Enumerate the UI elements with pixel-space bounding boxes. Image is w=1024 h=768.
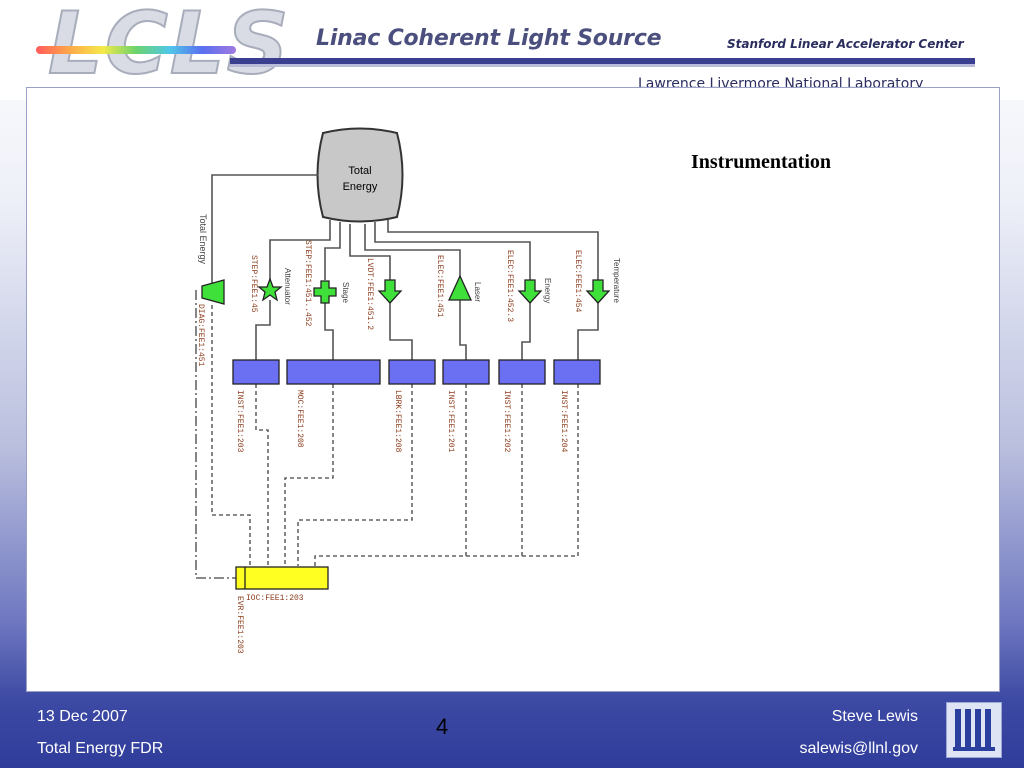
device-laser-triangle-icon [447, 274, 473, 301]
evr-label: EVR:FEE1:203 [235, 596, 244, 654]
pv-label-elec1: ELEC:FEE1:451 [435, 255, 444, 318]
controller-label-inst203: INST:FEE1:203 [235, 390, 244, 453]
llnl-logo-icon [946, 702, 1002, 758]
device-diag-trapezoid-icon [201, 279, 225, 305]
controller-moc208 [286, 359, 381, 385]
controller-label-inst201: INST:FEE1:201 [446, 390, 455, 453]
controller-inst204 [553, 359, 601, 385]
slide-title: Instrumentation [691, 151, 832, 173]
dashed-lines [211, 305, 579, 566]
content-panel [26, 87, 1000, 692]
node-label-line2: Energy [343, 181, 378, 193]
total-energy-node: Total Energy [316, 127, 404, 223]
caption-temperature: Temperature [612, 258, 621, 303]
footer-email: salewis@llnl.gov [799, 740, 918, 757]
pv-label-step1: STEP:FEE1:45 [249, 255, 258, 313]
pv-label-lvdt: LVDT:FEE1:451.2 [365, 258, 374, 330]
device-temperature-arrow-icon [585, 279, 611, 304]
caption-attenuator: Attenuator [283, 268, 292, 305]
caption-energy: Energy [543, 278, 552, 303]
controller-label-lbrk208: LBRK:FEE1:208 [393, 390, 402, 453]
controller-lbrk208 [388, 359, 436, 385]
caption-laser: Laser [473, 282, 482, 302]
node-label-line1: Total [348, 165, 371, 177]
pv-label-elec2: ELEC:FEE1:452.3 [505, 250, 514, 322]
ioc-box [235, 566, 329, 590]
footer-author: Steve Lewis [831, 708, 918, 725]
header-rule-light [230, 64, 975, 67]
spectrum-stripe [36, 46, 236, 54]
device-attenuator-star-icon [257, 277, 283, 302]
connection-lines [211, 174, 599, 360]
pv-label-diag: DIAG:FEE1:451 [196, 304, 205, 367]
device-energy-arrow-icon [517, 279, 543, 304]
page-number: 4 [436, 714, 449, 739]
controller-label-inst202: INST:FEE1:202 [502, 390, 511, 453]
device-lvdt-arrow-icon [377, 279, 403, 304]
partner-slac: Stanford Linear Accelerator Center [727, 37, 964, 51]
controller-inst201 [442, 359, 490, 385]
device-stage-plus-icon [313, 280, 337, 304]
header-rule [230, 58, 975, 64]
slide-header: LCLS Linac Coherent Light Source Stanfor… [0, 0, 1024, 100]
pv-label-step2: STEP:FEE1:451..452 [303, 240, 312, 327]
program-title: Linac Coherent Light Source [316, 26, 662, 51]
footer-date: 13 Dec 2007 [37, 708, 128, 725]
ioc-label: IOC:FEE1:203 [246, 594, 304, 603]
footer-topic: Total Energy FDR [37, 740, 164, 757]
pv-label-elec3: ELEC:FEE1:454 [573, 250, 582, 313]
total-energy-side-label: Total Energy [198, 214, 208, 265]
controller-label-moc208: MOC:FEE1:208 [295, 390, 304, 448]
controller-label-inst204: INST:FEE1:204 [559, 390, 568, 453]
dashdot-line [195, 290, 236, 579]
caption-stage: Stage [341, 282, 350, 303]
controller-inst202 [498, 359, 546, 385]
controller-inst203 [232, 359, 280, 385]
